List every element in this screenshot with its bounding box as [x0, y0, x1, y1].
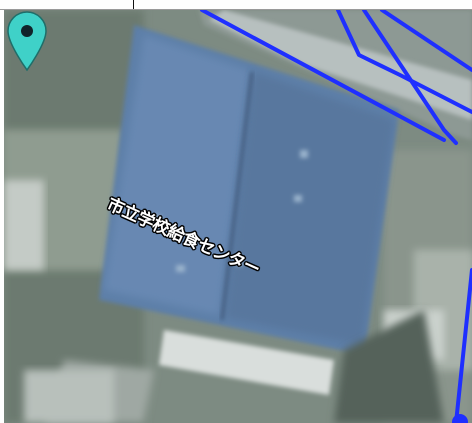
route-lines [200, 10, 472, 423]
map-pin-icon[interactable] [4, 10, 50, 72]
top-rule [0, 9, 472, 10]
top-border [0, 0, 472, 10]
route-endpoint [452, 414, 468, 423]
route-line-5 [454, 268, 472, 423]
satellite-map[interactable]: 市立学校給食センター [4, 10, 472, 423]
divider-tick [133, 0, 134, 10]
route-line-2 [336, 10, 472, 114]
route-line-4 [380, 10, 472, 72]
route-line-3 [362, 10, 458, 145]
satellite-imagery [4, 10, 472, 423]
route-line-1 [200, 10, 446, 142]
